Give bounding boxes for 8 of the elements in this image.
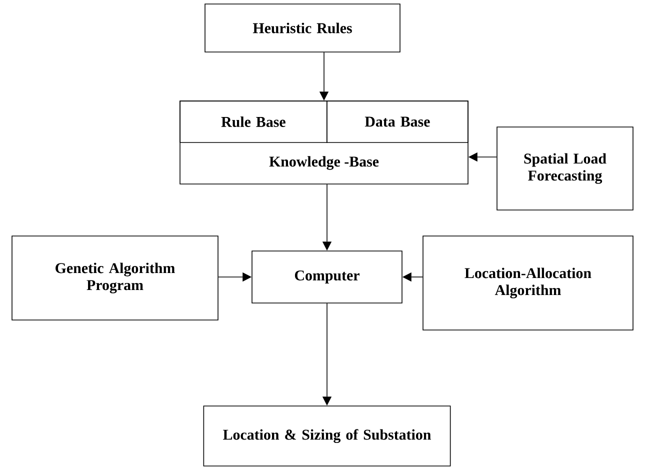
- process-box: Location-Allocation Algorithm: [422, 236, 634, 330]
- process-box: Heuristic Rules: [204, 4, 400, 52]
- table-cell: Rule Base: [180, 100, 328, 143]
- process-box: Genetic Algorithm Program: [12, 236, 218, 320]
- table-cell: Data Base: [326, 100, 468, 143]
- process-box: Location & Sizing of Substation: [203, 406, 451, 466]
- process-box: Computer: [252, 250, 402, 304]
- process-box: Spatial Load Forecasting: [496, 126, 634, 210]
